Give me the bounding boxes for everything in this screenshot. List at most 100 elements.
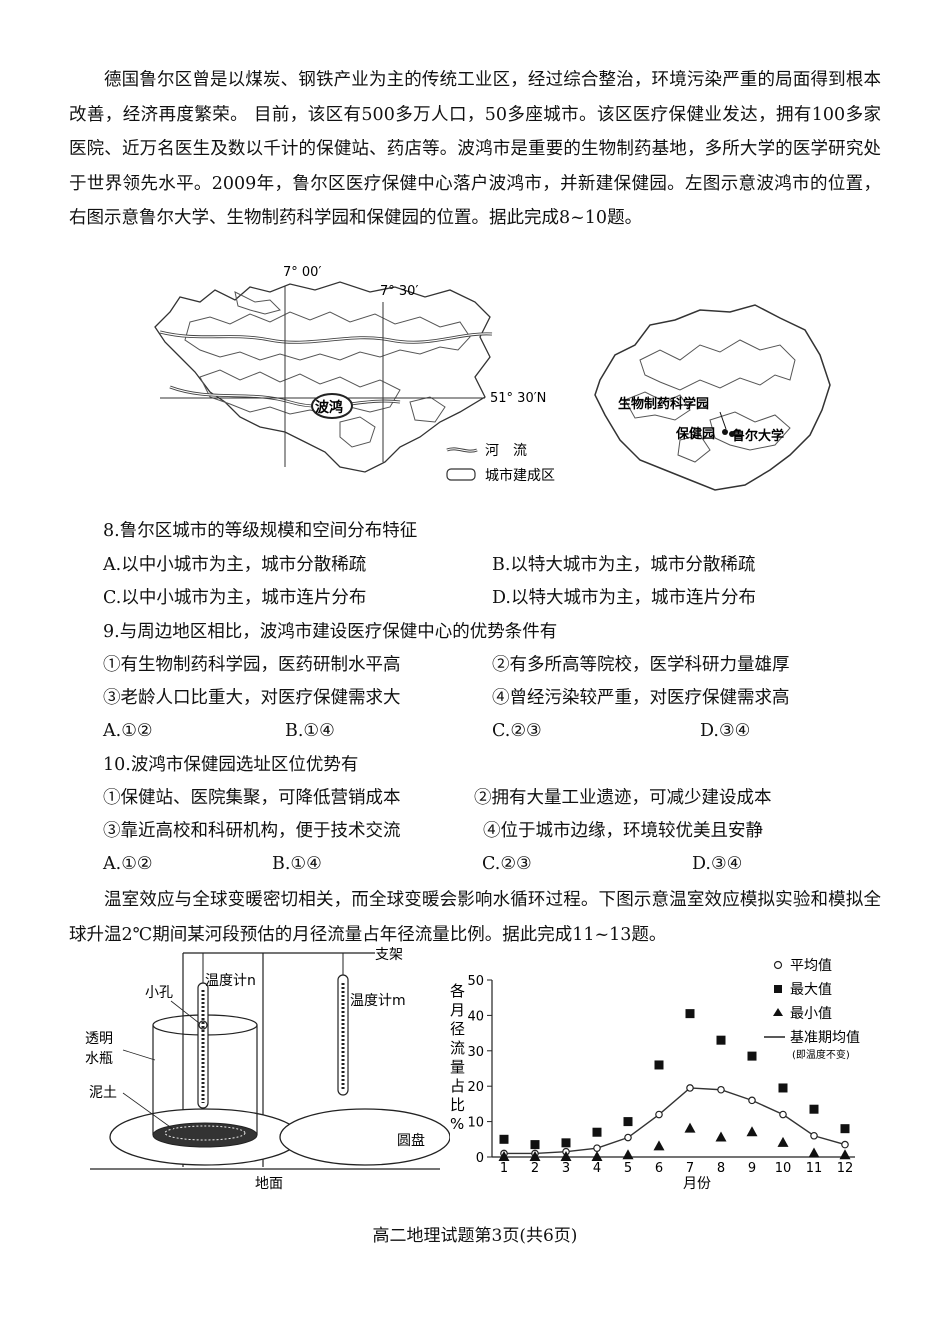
health-park-dot: [722, 429, 728, 435]
q8-option-d: D.以特大城市为主，城市连片分布: [492, 588, 756, 608]
passage-2: 温室效应与全球变暖密切相关，而全球变暖会影响水循环过程。下图示意温室效应模拟实验…: [69, 890, 881, 945]
river: [159, 331, 493, 343]
min-point: [622, 1149, 634, 1160]
support-label: 支架: [375, 947, 403, 963]
legend-max-label: 最大值: [790, 982, 832, 998]
max-point: [592, 1127, 602, 1137]
urban-blob: [624, 391, 691, 421]
avg-point: [748, 1096, 756, 1105]
max-point: [747, 1051, 757, 1061]
legend-base-label: 基准期均值: [790, 1029, 860, 1046]
pointer-line: [719, 411, 727, 430]
q9-statement-1: ①有生物制药科学园，医药研制水平高: [103, 655, 401, 675]
urban-blob: [184, 311, 471, 361]
legend-avg-marker: [773, 960, 783, 970]
max-point: [809, 1104, 819, 1114]
avg-point: [624, 1133, 632, 1142]
q9-statement-2: ②有多所高等院校，医学科研力量雄厚: [492, 655, 790, 675]
legend-avg-label: 平均值: [790, 958, 832, 974]
y-axis-title-char: 占: [450, 1077, 465, 1095]
y-tick-label: 50: [467, 974, 484, 989]
soil-texture: [164, 1125, 246, 1141]
x-tick-label: 11: [806, 1161, 823, 1176]
y-axis-title-char: 月: [450, 1001, 465, 1019]
disc-label: 圆盘: [397, 1132, 425, 1149]
urban-blob: [677, 434, 711, 463]
river: [169, 386, 401, 407]
legend-urban-label: 城市建成区: [485, 467, 555, 484]
y-axis-title-char: %: [450, 1115, 464, 1133]
max-point: [840, 1124, 850, 1134]
thermo-n-label: 温度计n: [205, 973, 256, 989]
q10-statement-4: ④位于城市边缘，环境较优美且安静: [483, 821, 763, 841]
x-tick-label: 3: [562, 1161, 570, 1176]
map-bochum-detail: 生物制药科学园 保健园 鲁尔大学: [594, 304, 831, 491]
lon-label-2: 7° 30′: [380, 284, 418, 299]
y-axis-title-char: 比: [450, 1096, 465, 1114]
bochum-boundary: [594, 304, 831, 491]
legend-urban-symbol: [446, 468, 476, 481]
avg-point: [810, 1131, 818, 1140]
x-axis-title: 月份: [683, 1176, 711, 1192]
q10-option-b: B.①④: [272, 854, 322, 874]
legend: 平均值 最大值 最小值 基准期均值 (即温度不变): [764, 958, 860, 1061]
max-point: [623, 1117, 633, 1127]
q9-option-c: C.②③: [492, 721, 542, 741]
map-bochum-location: 7° 00′ 7° 30′ 51° 30′N 波鸿 河 流 城市建成区: [154, 265, 555, 484]
ground-label: 地面: [255, 1176, 283, 1192]
q8-option-b: B.以特大城市为主，城市分散稀疏: [492, 555, 756, 575]
hole-pointer: [170, 1000, 200, 1024]
label-health-park: 保健园: [675, 426, 715, 442]
legend-river-label: 河 流: [485, 443, 527, 459]
min-point: [560, 1151, 572, 1161]
min-point: [684, 1122, 696, 1133]
y-axis-title-char: 径: [450, 1020, 465, 1038]
y-axis-title-char: 量: [450, 1058, 465, 1076]
lon-label-1: 7° 00′: [283, 265, 321, 280]
bochum-marker: [311, 393, 353, 419]
y-tick-label: 40: [467, 1009, 484, 1024]
soil-pointer: [122, 1092, 174, 1130]
urban-blob: [709, 411, 791, 451]
passage-1: 德国鲁尔区曾是以煤炭、钢铁产业为主的传统工业区，经过综合整治，环境污染严重的局面…: [69, 70, 881, 228]
y-tick-label: 10: [467, 1116, 484, 1131]
x-tick-label: 9: [748, 1161, 756, 1176]
max-point: [778, 1083, 788, 1093]
greenhouse-experiment-diagram: 支架 地面 圆盘 小孔 温度计n 温度计m 透明 水瓶 泥土: [85, 947, 450, 1192]
q10-statement-3: ③靠近高校和科研机构，便于技术交流: [103, 821, 401, 841]
x-tick-label: 8: [717, 1161, 725, 1176]
min-point: [808, 1147, 820, 1158]
avg-point: [717, 1085, 725, 1094]
q9-statement-3: ③老龄人口比重大，对医疗保健需求大: [103, 688, 401, 708]
university-dot: [729, 431, 735, 437]
bottle-pointer: [122, 1049, 156, 1061]
bochum-label: 波鸿: [315, 399, 343, 416]
q9-statement-4: ④曾经污染较严重，对医疗保健需求高: [492, 688, 790, 708]
avg-point: [655, 1110, 663, 1119]
thermo-m-label: 温度计m: [350, 993, 406, 1009]
y-tick-label: 0: [476, 1151, 484, 1166]
q9-option-d: D.③④: [700, 721, 751, 741]
q10-statement-2: ②拥有大量工业遗迹，可减少建设成本: [474, 788, 772, 808]
thermometer-n: [197, 982, 209, 1109]
soil: [152, 1122, 258, 1148]
q10-stem: 10.波鸿市保健园选址区位优势有: [103, 755, 359, 775]
q9-option-a: A.①②: [103, 721, 153, 741]
hole-marker: [198, 1020, 208, 1030]
x-tick-label: 2: [531, 1161, 539, 1176]
min-point: [746, 1126, 758, 1137]
series-baseline-line: [504, 1087, 846, 1155]
max-point: [530, 1140, 540, 1150]
avg-point: [593, 1144, 601, 1152]
min-point: [777, 1136, 789, 1147]
q10-option-d: D.③④: [692, 854, 743, 874]
q10-statement-1: ①保健站、医院集聚，可降低营销成本: [103, 788, 401, 808]
x-tick-label: 1: [500, 1161, 508, 1176]
avg-point: [841, 1140, 849, 1149]
q8-option-a: A.以中小城市为主，城市分散稀疏: [103, 555, 367, 575]
ruhr-boundary: [154, 281, 491, 473]
q9-option-b: B.①④: [285, 721, 335, 741]
urban-blob: [639, 339, 796, 391]
legend-min-label: 最小值: [790, 1006, 832, 1022]
